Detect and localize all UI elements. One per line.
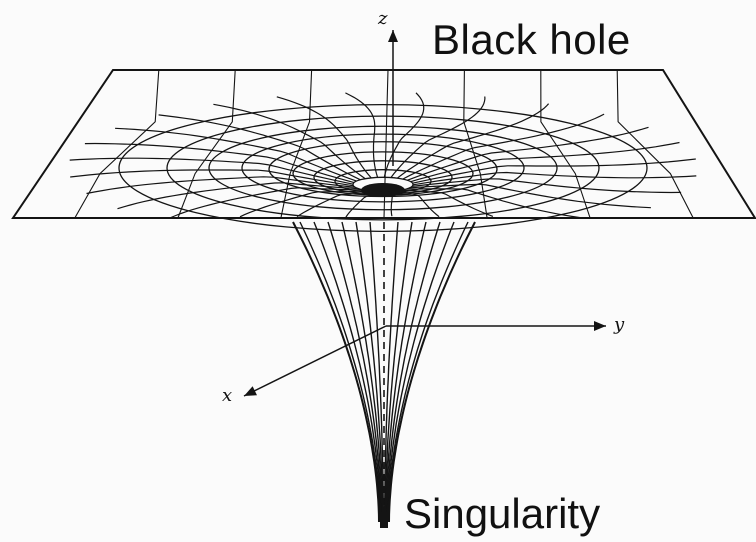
y-axis-label: y xyxy=(614,314,625,335)
sheet-radial-line xyxy=(409,183,651,209)
sheet-radial-line xyxy=(86,176,356,195)
sheet-ring xyxy=(241,133,525,203)
sheet-mesh-line xyxy=(74,69,160,219)
sheet-radial-line xyxy=(345,191,382,219)
funnel-line xyxy=(385,221,427,523)
sheet-radial-line xyxy=(412,171,697,186)
funnel-line xyxy=(386,221,455,523)
funnel-line xyxy=(313,221,382,523)
spacetime-sheet xyxy=(11,69,756,233)
sheet-radial-line xyxy=(400,189,494,217)
y-axis-head xyxy=(594,321,606,331)
sheet-mesh-line xyxy=(383,69,389,219)
sheet-mesh-line xyxy=(280,69,313,219)
sheet-radial-line xyxy=(406,126,649,181)
sheet-radial-line xyxy=(396,103,550,179)
sheet-outline xyxy=(11,69,756,219)
funnel-line xyxy=(355,221,384,523)
sheet-mesh-line xyxy=(540,69,591,219)
funnel-line xyxy=(299,221,381,523)
funnel-line xyxy=(386,221,441,522)
sheet-ring xyxy=(166,115,600,221)
sheet-radial-line xyxy=(390,96,486,178)
sheet-radial-line xyxy=(296,190,376,218)
z-axis-head xyxy=(388,30,398,42)
sheet-radial-line xyxy=(69,157,354,185)
funnel-line xyxy=(369,221,384,522)
sheet-radial-line xyxy=(213,103,366,180)
sheet-radial-line xyxy=(405,188,581,219)
x-axis-head xyxy=(244,386,257,396)
sheet-radial-line xyxy=(170,187,364,219)
black-hole-label: Black hole xyxy=(432,16,631,63)
sheet-ring xyxy=(118,103,648,233)
z-axis-label: z xyxy=(378,8,388,29)
singularity-label: Singularity xyxy=(404,490,601,537)
sheet-radial-line xyxy=(402,113,605,180)
sheet-radial-line xyxy=(383,92,425,178)
singularity-point xyxy=(380,512,388,528)
sheet-mesh-line xyxy=(616,69,694,219)
funnel-line xyxy=(387,221,469,523)
sheet-radial-line xyxy=(394,190,440,218)
sheet-ring xyxy=(208,125,558,211)
sheet-radial-line xyxy=(412,158,696,184)
funnel-outline-left xyxy=(292,221,380,523)
funnel-outline-right xyxy=(388,221,476,523)
x-axis xyxy=(243,325,387,397)
sheet-radial-line xyxy=(115,127,357,182)
sheet-radial-line xyxy=(345,92,379,178)
sheet-radial-line xyxy=(410,141,680,183)
sheet-mesh-line xyxy=(177,69,236,219)
funnel-line xyxy=(384,221,413,523)
sheet-radial-line xyxy=(117,182,359,210)
funnel-lines xyxy=(292,221,476,528)
throat-mouth xyxy=(361,183,405,197)
sheet-radial-line xyxy=(276,96,372,179)
funnel-line xyxy=(384,221,399,522)
sheet-radial-line xyxy=(84,142,355,184)
sheet-radial-line xyxy=(158,114,361,181)
sheet-radial-line xyxy=(239,190,369,218)
funnel-line xyxy=(327,221,382,522)
funnel-line xyxy=(341,221,383,523)
x-axis-label: x xyxy=(222,385,233,406)
sheet-radial-line xyxy=(70,169,354,187)
sheet-mesh-line xyxy=(463,69,488,219)
sheet-radial-line xyxy=(388,191,394,217)
coordinate-axes xyxy=(243,30,606,397)
sheet-radial-line xyxy=(411,178,682,194)
